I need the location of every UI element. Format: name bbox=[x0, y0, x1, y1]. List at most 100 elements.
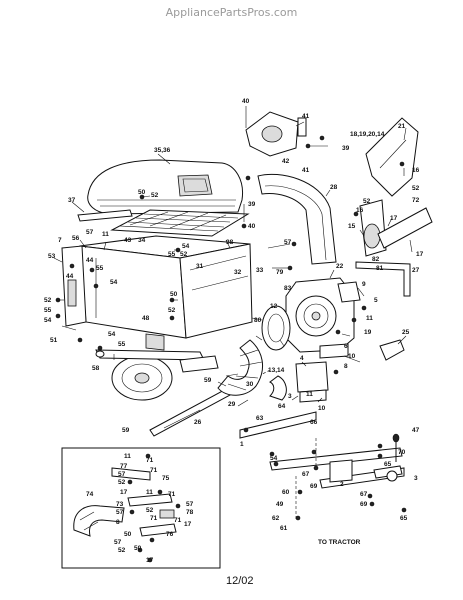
callout: 60 bbox=[282, 489, 290, 496]
callout: 64 bbox=[278, 403, 286, 410]
callout: 55 bbox=[168, 251, 176, 258]
callout: 11 bbox=[306, 391, 313, 398]
callout: 9 bbox=[362, 281, 366, 288]
callout: 35,36 bbox=[154, 147, 171, 154]
callout: 32 bbox=[234, 269, 242, 276]
callout: 7 bbox=[58, 237, 62, 244]
callout: 83 bbox=[284, 285, 292, 292]
callout: 48 bbox=[142, 315, 150, 322]
cart-box bbox=[79, 235, 253, 351]
callout: 61 bbox=[280, 525, 288, 532]
callout: 67 bbox=[302, 471, 310, 478]
callout: 39 bbox=[342, 145, 350, 152]
frame-rails bbox=[239, 411, 405, 520]
callout: 10 bbox=[348, 353, 356, 360]
callout: 69 bbox=[360, 501, 368, 508]
callout: 65 bbox=[384, 461, 392, 468]
callout: 3 bbox=[414, 475, 418, 482]
callout: 1 bbox=[240, 441, 244, 448]
callout: 57 bbox=[284, 239, 292, 246]
callout: 11 bbox=[124, 453, 131, 460]
bar-27 bbox=[355, 261, 411, 297]
callout: 54 bbox=[108, 331, 116, 338]
callout: 41 bbox=[302, 113, 310, 120]
callout: 21 bbox=[398, 123, 406, 130]
callout: 42 bbox=[282, 158, 290, 165]
callout: 11 bbox=[366, 315, 373, 322]
callout: 80 bbox=[254, 317, 262, 324]
callout: 55 bbox=[44, 307, 52, 314]
callout: 39 bbox=[248, 201, 256, 208]
callout: 30 bbox=[246, 381, 254, 388]
callout: 57 bbox=[116, 509, 124, 516]
callout: 52 bbox=[180, 251, 188, 258]
callout: 52 bbox=[118, 479, 126, 486]
callout: 40 bbox=[248, 223, 256, 230]
callout: 58 bbox=[92, 365, 100, 372]
callout: 17 bbox=[184, 521, 192, 528]
callout: 37 bbox=[68, 197, 76, 204]
mount-brackets bbox=[295, 343, 349, 403]
callout: 70 bbox=[398, 449, 406, 456]
callout: 19 bbox=[364, 329, 372, 336]
callout: 57 bbox=[186, 501, 194, 508]
pin-47 bbox=[392, 433, 400, 462]
callout: 71 bbox=[174, 517, 182, 524]
callout: 11 bbox=[102, 231, 109, 238]
callout: 73 bbox=[116, 501, 124, 508]
callout: 2 bbox=[340, 481, 344, 488]
callout: 8 bbox=[116, 519, 120, 526]
callout: 50 bbox=[124, 531, 132, 538]
callout: 52 bbox=[412, 185, 420, 192]
callout: 38 bbox=[226, 239, 234, 246]
bracket-37 bbox=[77, 209, 133, 222]
callout: 17 bbox=[120, 489, 128, 496]
callout: 72 bbox=[412, 197, 420, 204]
callout: 76 bbox=[166, 531, 174, 538]
callout: 28 bbox=[330, 184, 338, 191]
callout: 13,14 bbox=[268, 367, 285, 374]
callout: 78 bbox=[186, 509, 194, 516]
callout: 41 bbox=[302, 167, 310, 174]
callout: 79 bbox=[276, 269, 284, 276]
callout: 15 bbox=[348, 223, 356, 230]
callout: 49 bbox=[276, 501, 284, 508]
callout: 44 bbox=[66, 273, 74, 280]
screen-grate bbox=[110, 209, 250, 237]
callout: 52 bbox=[44, 297, 52, 304]
callout: 53 bbox=[48, 253, 56, 260]
callout: 18,19,20,14 bbox=[350, 131, 385, 138]
callout: 17 bbox=[146, 557, 154, 564]
callout: 6 bbox=[344, 343, 348, 350]
callout: 59 bbox=[122, 427, 130, 434]
callout: 31 bbox=[196, 263, 204, 270]
callout: 65 bbox=[400, 515, 408, 522]
callout: 77 bbox=[120, 463, 128, 470]
callout: 54 bbox=[270, 455, 278, 462]
callout: 27 bbox=[412, 267, 420, 274]
side-frame bbox=[61, 245, 87, 327]
callout: 11 bbox=[146, 489, 153, 496]
callout: 29 bbox=[228, 401, 236, 408]
callout: 74 bbox=[86, 491, 94, 498]
date-code: 12/02 bbox=[226, 575, 254, 587]
callout: 50 bbox=[170, 291, 178, 298]
callout: 55 bbox=[96, 265, 104, 272]
callout: 52 bbox=[146, 507, 154, 514]
callout: 71 bbox=[150, 515, 158, 522]
blower-housing bbox=[261, 277, 361, 353]
inset-note: TO TRACTOR bbox=[318, 539, 361, 546]
callout: 50 bbox=[134, 545, 142, 552]
callout: 71 bbox=[168, 491, 176, 498]
callout: 52 bbox=[118, 547, 126, 554]
inset-detail bbox=[61, 447, 221, 569]
callout: 52 bbox=[151, 192, 159, 199]
callout: 57 bbox=[114, 539, 122, 546]
callout: 34 bbox=[138, 237, 146, 244]
callout: 16 bbox=[356, 207, 364, 214]
callout: 54 bbox=[110, 279, 118, 286]
callout: 5 bbox=[374, 297, 378, 304]
callout: 52 bbox=[363, 198, 371, 205]
hardware bbox=[55, 135, 407, 521]
